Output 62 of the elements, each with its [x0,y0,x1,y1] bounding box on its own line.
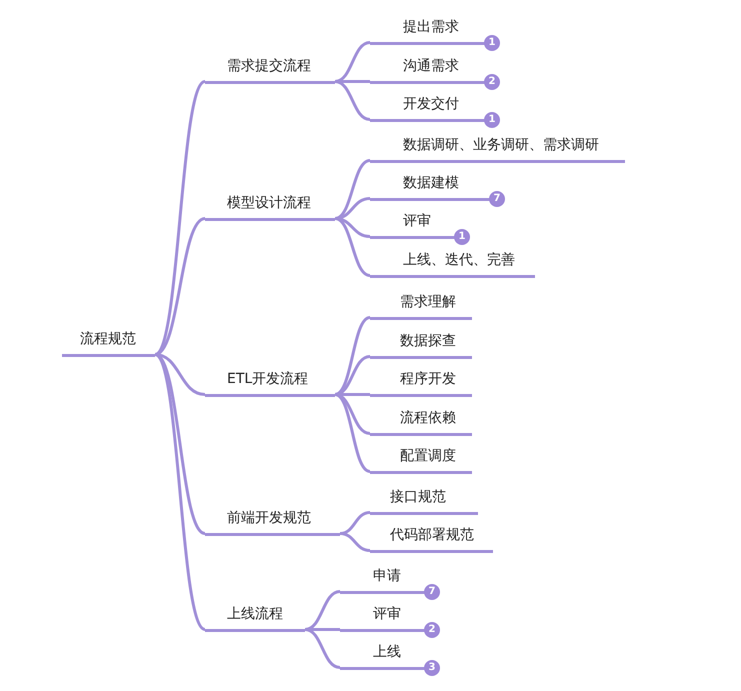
topic-branch [370,408,472,436]
branch-line [334,316,371,396]
count-badge: 1 [484,112,500,128]
topic-label: 评审 [403,212,431,230]
branch-line [334,217,370,238]
topic-label: 代码部署规范 [390,526,474,544]
topic-branch [205,604,305,632]
topic-label: 配置调度 [400,447,456,465]
topic-label: 上线、迭代、完善 [403,251,515,269]
count-badge: 7 [489,190,505,206]
topic-branch [370,446,472,474]
topic-label: 评审 [373,605,401,623]
topic-branch [370,250,535,278]
branch-line [334,217,370,277]
branch-line [304,590,340,631]
count-badge: 7 [424,584,440,600]
topic-label: ETL开发流程 [227,370,308,388]
topic-branch [205,56,335,84]
branch-line [334,41,370,83]
topic-branch [205,369,335,397]
branch-line [334,355,370,396]
topic-label: 数据调研、业务调研、需求调研 [403,136,599,154]
branch-line [154,217,206,356]
topic-branch [205,193,335,221]
count-badge: 1 [484,34,500,50]
topic-label: 上线 [373,643,401,661]
topic-label: 流程规范 [80,330,136,348]
topic-branch [370,369,472,397]
topic-branch [370,135,625,163]
topic-label: 流程依赖 [400,409,456,427]
branch-line [154,80,206,356]
topic-label: 数据探查 [400,332,456,350]
topic-label: 需求理解 [400,293,456,311]
topic-label: 开发交付 [403,95,459,113]
topic-label: 申请 [373,567,401,585]
branch-line [334,80,370,121]
topic-label: 前端开发规范 [227,509,311,527]
topic-branch [205,508,340,536]
topic-label: 沟通需求 [403,57,459,75]
topic-branch [370,331,472,359]
branch-line [304,628,340,669]
count-badge: 1 [454,228,470,244]
topic-label: 数据建模 [403,174,459,192]
count-badge: 2 [424,622,440,638]
topic-branch [370,525,493,553]
branch-line [334,159,370,220]
topic-branch [370,487,478,515]
topic-label: 模型设计流程 [227,194,311,212]
branch-line [334,393,371,473]
topic-label: 提出需求 [403,18,459,36]
count-badge: 3 [424,660,440,676]
topic-label: 上线流程 [227,605,283,623]
branch-line [340,532,370,552]
topic-label: 接口规范 [390,488,446,506]
count-badge: 2 [484,74,500,90]
topic-label: 程序开发 [400,370,456,388]
topic-branch [370,292,472,320]
root-topic [62,329,155,357]
branch-line [340,511,370,535]
branch-line [154,353,206,396]
branch-line [154,353,206,631]
topic-label: 需求提交流程 [227,57,311,75]
